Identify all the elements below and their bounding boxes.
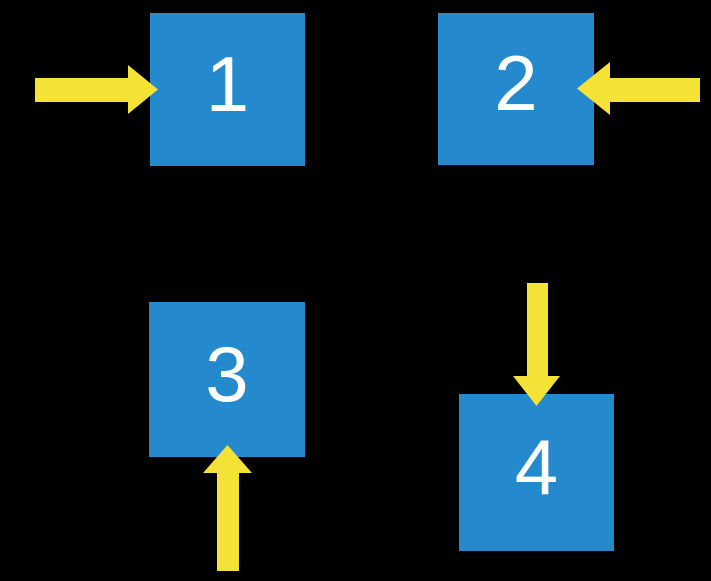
box-3: 3 xyxy=(149,302,305,457)
arrow-left-icon xyxy=(577,62,700,115)
arrow-up-icon xyxy=(203,445,252,571)
box-3-label: 3 xyxy=(205,329,249,418)
box-2: 2 xyxy=(438,13,594,165)
box-1: 1 xyxy=(150,13,305,166)
box-4-label: 4 xyxy=(514,422,559,511)
arrow-down-icon xyxy=(513,283,560,406)
box-1-label: 1 xyxy=(205,39,250,128)
box-2-label: 2 xyxy=(494,39,538,127)
arrow-right-icon xyxy=(35,65,158,114)
box-4: 4 xyxy=(459,394,614,551)
